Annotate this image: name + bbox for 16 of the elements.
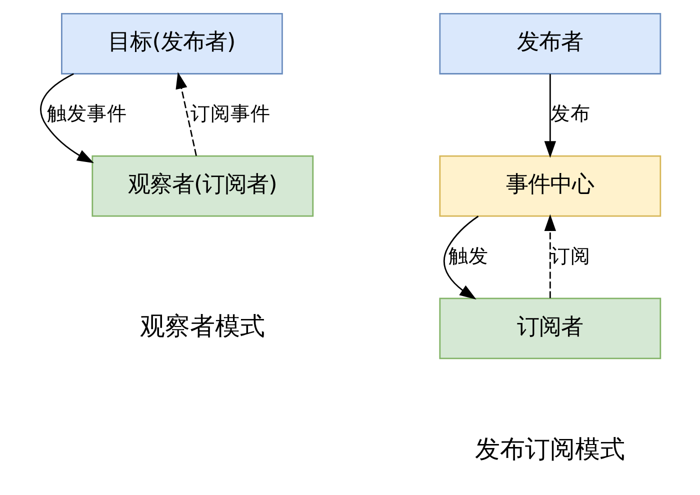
arrow [40, 73, 94, 164]
edge-label: 触发事件 [46, 102, 126, 126]
label: 观察者模式 [140, 312, 265, 341]
node-box: 目标(发布者) [60, 13, 282, 74]
arrow [544, 74, 556, 158]
edge-label: 订阅 [550, 244, 590, 268]
node-box: 事件中心 [438, 155, 661, 217]
edge-label: 触发 [448, 244, 488, 268]
edge-label: 订阅事件 [190, 102, 270, 126]
arrow [544, 214, 556, 298]
arrow [443, 216, 478, 300]
arrow [175, 72, 196, 156]
node-box: 发布者 [438, 13, 661, 74]
label: 发布订阅模式 [474, 434, 625, 464]
node-box: 观察者(订阅者) [91, 155, 314, 217]
node-box: 订阅者 [438, 298, 661, 360]
